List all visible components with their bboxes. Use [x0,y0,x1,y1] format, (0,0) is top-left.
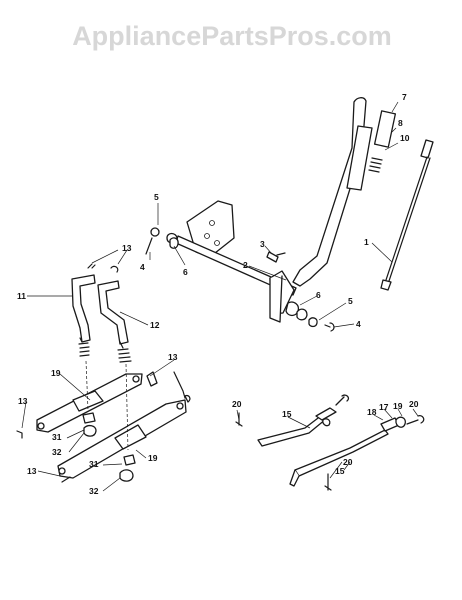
callout-20-mid: 20 [343,457,353,467]
callout-31-lower: 31 [89,459,99,469]
cross-shaft [166,232,318,328]
callout-6-lower: 6 [316,290,321,300]
grip-spring [373,110,397,148]
callout-7: 7 [402,92,407,102]
callout-20-left: 20 [232,399,242,409]
callout-17: 17 [379,402,389,412]
knob-spring [368,157,383,173]
callout-2: 2 [243,260,248,270]
leader-lines [21,101,419,492]
callout-3: 3 [260,239,265,249]
callout-1: 1 [364,237,369,247]
watermark: AppliancePartsPros.com [72,21,392,51]
callout-19-right: 19 [393,401,403,411]
callout-31-upper: 31 [52,432,62,442]
callout-12: 12 [150,320,160,330]
callout-6-upper: 6 [183,267,188,277]
callout-19-upper: 19 [51,368,61,378]
callout-4-lower: 4 [356,319,361,329]
lift-rod [380,139,434,291]
callout-18: 18 [367,407,377,417]
callout-15-upper: 15 [282,409,292,419]
callout-20-right: 20 [409,399,419,409]
callout-15-lower: 15 [335,466,345,476]
lower-rod [289,415,425,491]
callout-8: 8 [398,118,403,128]
right-hanger [97,280,132,363]
upper-pin-hardware [145,227,335,332]
callout-11: 11 [17,291,26,301]
callout-13-left: 13 [18,396,28,406]
callout-labels: 7 8 10 1 2 3 5 4 6 6 5 4 13 11 12 13 19 … [17,92,419,496]
callout-4-upper: 4 [140,262,145,272]
link-hardware [16,371,191,483]
callout-19-lower: 19 [148,453,158,463]
callout-13-top: 13 [122,243,132,253]
lift-lever [292,97,373,287]
upper-rod [235,394,350,447]
callout-13-mid: 13 [168,352,178,362]
callout-32-upper: 32 [52,447,62,457]
callout-13-bottom: 13 [27,466,37,476]
left-hanger [71,274,96,357]
callout-32-lower: 32 [89,486,99,496]
guide-lines [85,360,129,451]
hanger-clips [87,263,119,273]
callout-5-lower: 5 [348,296,353,306]
callout-10: 10 [400,133,410,143]
callout-5-upper: 5 [154,192,159,202]
upper-lift-link [36,373,143,433]
